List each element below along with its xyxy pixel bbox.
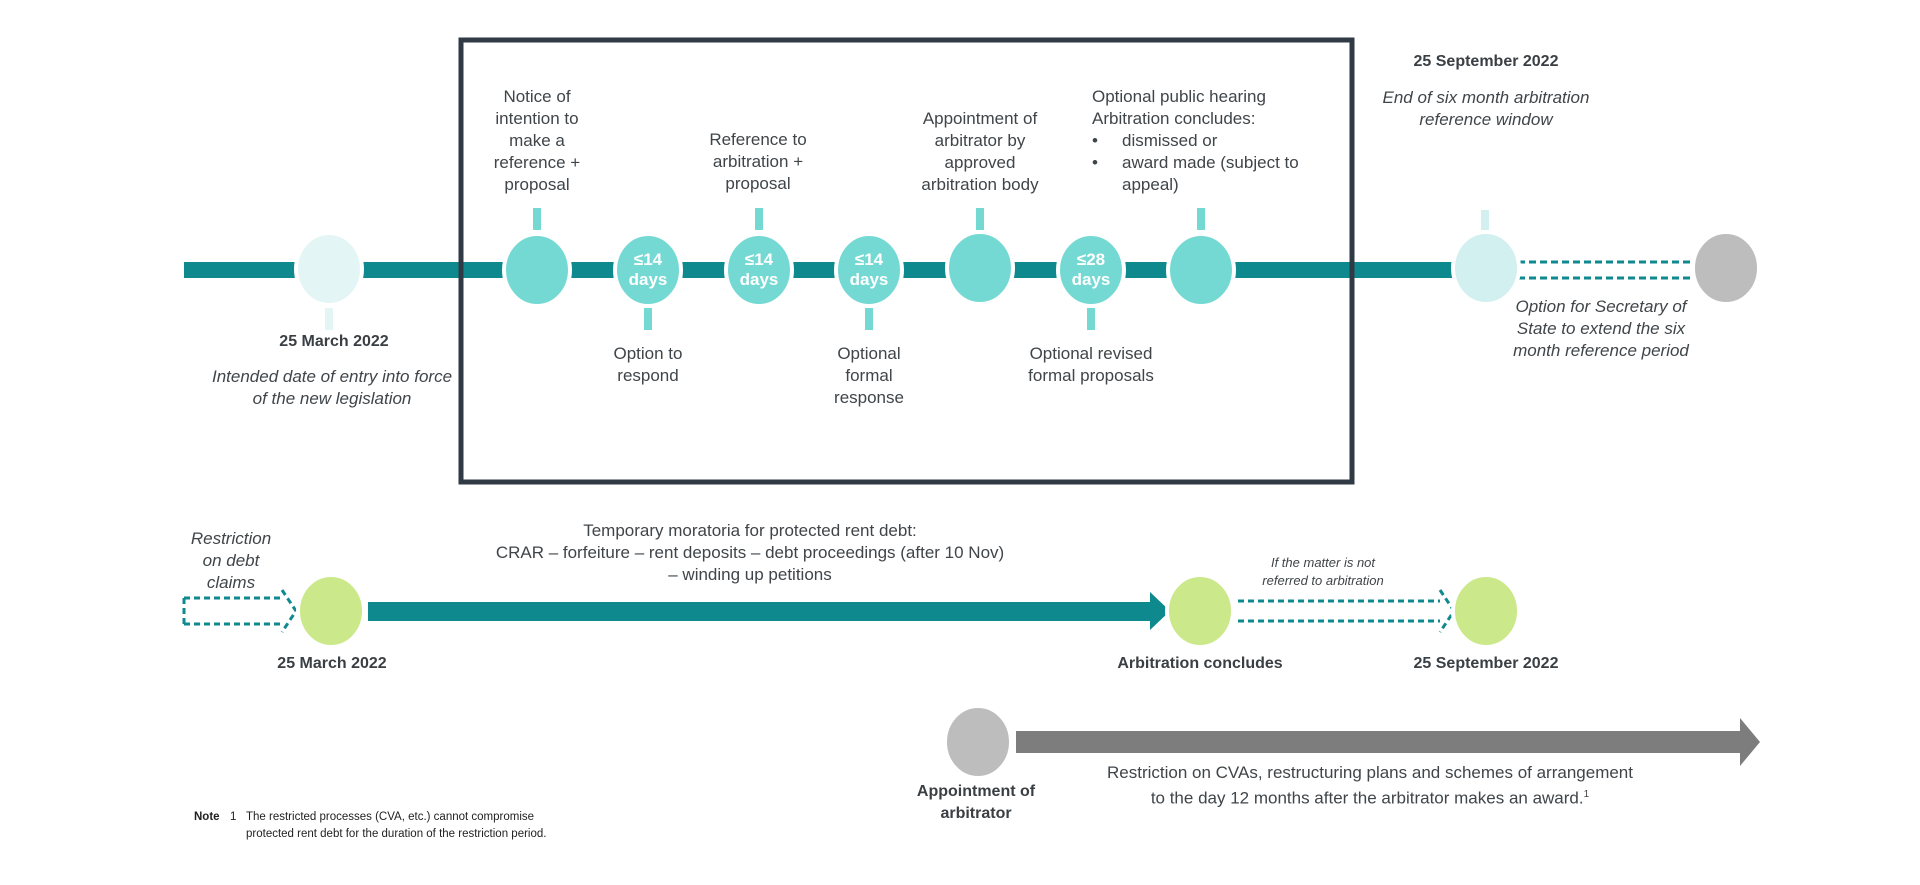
arbitration-process-box (458, 37, 1355, 485)
optional-formal-response-label: Optional formal response (834, 344, 904, 407)
tick-appointment (976, 208, 984, 230)
tick-reference (755, 208, 763, 230)
tick-notice (533, 208, 541, 230)
moratorium-arrow (368, 592, 1170, 630)
hearing-bullet-1-text: dismissed or (1122, 131, 1218, 150)
moratoria-title-line-3: – winding up petitions (668, 565, 832, 584)
appointment-of-arbitrator-label: Appointment of arbitrator by approved ar… (921, 109, 1039, 194)
badge-value: ≤28 (1076, 250, 1106, 269)
badge-circle-3 (834, 232, 904, 308)
appointment-circle (943, 704, 1013, 780)
end-caption: End of six month arbitration reference w… (1382, 88, 1590, 129)
hearing-bullet-2-text: award made (subject to appeal) (1122, 153, 1299, 194)
badge-circle-4 (1056, 232, 1126, 308)
cva-restriction-line-2: to the day 12 months after the arbitrato… (1150, 788, 1590, 808)
arbitration-concludes-label: Arbitration concludes (1117, 655, 1283, 672)
revised-formal-proposals-label: Optional revised formal proposals (1028, 344, 1154, 385)
note-label: Note (194, 811, 220, 823)
arbitration-concludes-circle (1165, 573, 1235, 649)
tick-start (325, 308, 333, 330)
footnote: Note 1 The restricted processes (CVA, et… (194, 809, 614, 843)
restriction-on-debt-claims-label: Restriction on debt claims (190, 529, 272, 592)
start-caption: Intended date of entry into force of the… (211, 367, 453, 408)
bullet-icon: • (1092, 131, 1098, 150)
badge-14-days-1: ≤14 days (618, 250, 678, 290)
note-number: 1 (230, 811, 237, 823)
badge-circle-2 (724, 232, 794, 308)
badge-value: ≤14 (854, 250, 884, 269)
tick-revised (1087, 308, 1095, 330)
hearing-label: Optional public hearing Arbitration conc… (1092, 86, 1332, 196)
note-text: The restricted processes (CVA, etc.) can… (246, 811, 547, 840)
moratorium-end-label: 25 September 2022 (1413, 655, 1559, 672)
cva-restriction-arrow (1016, 718, 1760, 766)
badge-unit: days (849, 270, 889, 289)
milestone-start-circle (294, 231, 364, 307)
restriction-dashed-arrow (182, 589, 298, 633)
reference-to-arbitration-label: Reference to arbitration + proposal (709, 130, 807, 193)
extension-dashed-line (1518, 260, 1690, 280)
start-date-label: 25 March 2022 (279, 333, 389, 350)
tick-formal-response (865, 308, 873, 330)
badge-28-days: ≤28 days (1061, 250, 1121, 290)
appointment-of-arbitrator-bottom-label: Appointment of arbitrator (916, 783, 1036, 822)
milestone-notice-circle (502, 232, 572, 308)
moratorium-start-label: 25 March 2022 (277, 655, 387, 672)
extension-caption: Option for Secretary of State to extend … (1513, 297, 1689, 360)
milestone-end-circle (1451, 230, 1521, 306)
bullet-icon: • (1092, 153, 1098, 172)
end-date-label: 25 September 2022 (1413, 53, 1559, 70)
badge-value: ≤14 (633, 250, 663, 269)
option-to-respond-label: Option to respond (613, 344, 683, 385)
milestone-hearing-circle (1166, 232, 1236, 308)
moratoria-title-line-2: CRAR – forfeiture – rent deposits – debt… (495, 543, 1005, 562)
moratoria-title-line-1: Temporary moratoria for protected rent d… (583, 521, 917, 540)
hearing-bullet-2: • award made (subject to appeal) (1092, 152, 1332, 196)
badge-unit: days (1071, 270, 1111, 289)
tick-end (1481, 210, 1489, 230)
moratorium-end-circle (1451, 573, 1521, 649)
milestone-appointment-circle (945, 230, 1015, 306)
hearing-line-2: Arbitration concludes: (1092, 109, 1256, 128)
not-referred-label: If the matter is not referred to arbitra… (1262, 555, 1384, 588)
badge-unit: days (739, 270, 779, 289)
moratorium-start-circle (296, 573, 366, 649)
badge-unit: days (628, 270, 668, 289)
badge-value: ≤14 (744, 250, 774, 269)
not-referred-dashed-arrow (1238, 589, 1456, 633)
notice-of-intention-label: Notice of intention to make a reference … (493, 87, 581, 194)
moratoria-title: Temporary moratoria for protected rent d… (430, 520, 1070, 586)
badge-14-days-2: ≤14 days (729, 250, 789, 290)
cva-restriction-label: Restriction on CVAs, restructuring plans… (1090, 762, 1650, 810)
tick-respond (644, 308, 652, 330)
cva-restriction-line-1: Restriction on CVAs, restructuring plans… (1107, 763, 1633, 782)
hearing-bullet-1: • dismissed or (1092, 130, 1332, 152)
footnote-ref: 1 (1583, 789, 1590, 800)
milestone-extension-circle (1691, 230, 1761, 306)
tick-hearing (1197, 208, 1205, 230)
main-timeline-bar (184, 262, 1454, 278)
badge-14-days-3: ≤14 days (839, 250, 899, 290)
hearing-line-1: Optional public hearing (1092, 87, 1266, 106)
badge-circle-1 (613, 232, 683, 308)
